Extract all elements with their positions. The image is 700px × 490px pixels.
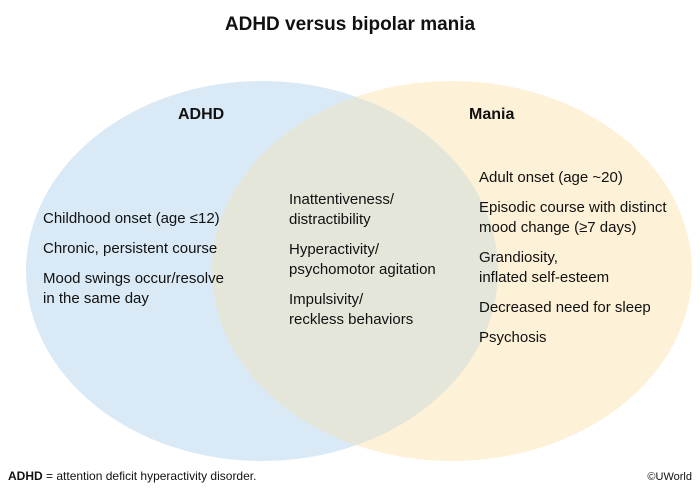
overlap-region (212, 81, 498, 461)
list-item: Hyperactivity/ psychomotor agitation (289, 241, 436, 278)
adhd-features-list: Childhood onset (age ≤12) Chronic, persi… (43, 209, 224, 319)
mania-features-list: Adult onset (age ~20) Episodic course wi… (479, 168, 667, 358)
list-item: Decreased need for sleep (479, 299, 651, 316)
list-item: Episodic course with distinct mood chang… (479, 199, 667, 236)
copyright: ©UWorld (647, 471, 692, 483)
diagram-title: ADHD versus bipolar mania (224, 14, 476, 35)
list-item: Grandiosity, inflated self-esteem (479, 249, 610, 286)
list-item: Inattentiveness/ distractibility (289, 191, 395, 228)
adhd-label: ADHD (178, 106, 225, 123)
list-item: Chronic, persistent course (43, 240, 218, 257)
list-item: Mood swings occur/resolve in the same da… (43, 270, 224, 307)
list-item: Psychosis (479, 329, 547, 346)
footnote-abbreviation: ADHD (8, 469, 43, 483)
shared-features-list: Inattentiveness/ distractibility Hyperac… (289, 190, 436, 340)
list-item: Impulsivity/ reckless behaviors (289, 291, 414, 328)
mania-label: Mania (469, 106, 515, 123)
footnote-text: = attention deficit hyperactivity disord… (42, 469, 257, 483)
list-item: Childhood onset (age ≤12) (43, 210, 220, 227)
list-item: Adult onset (age ~20) (479, 169, 623, 186)
footnote: ADHD = attention deficit hyperactivity d… (8, 469, 256, 483)
